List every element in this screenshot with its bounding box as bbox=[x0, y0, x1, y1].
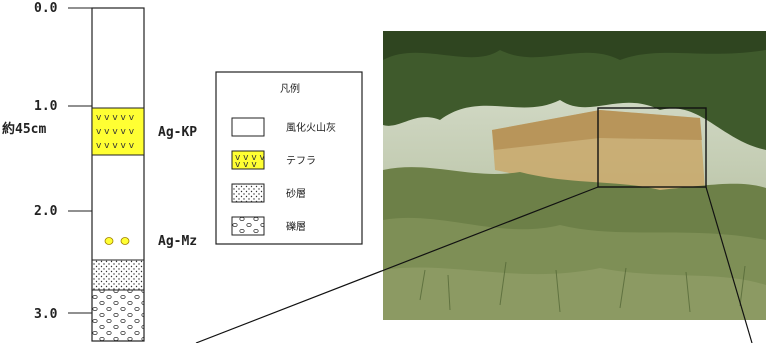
legend: 凡例 風化火山灰 v v v v v v v テフラ 砂層 礫層 bbox=[215, 71, 363, 245]
depth-tick-3: 3.0 bbox=[34, 307, 58, 322]
legend-title: 凡例 bbox=[280, 82, 300, 95]
legend-swatch-weathered-ash bbox=[231, 117, 265, 137]
depth-axis: 0.0 1.0 2.0 3.0 約45cm bbox=[2, 1, 92, 322]
svg-text:v v v v v: v v v v v bbox=[96, 113, 135, 123]
legend-swatch-gravel bbox=[231, 216, 265, 236]
depth-tick-0: 0.0 bbox=[34, 1, 58, 16]
sand-layer bbox=[91, 259, 145, 291]
tephra-layer-kp bbox=[91, 107, 145, 156]
svg-text:v v v: v v v bbox=[235, 160, 257, 170]
legend-label-weathered-ash: 風化火山灰 bbox=[286, 121, 336, 134]
legend-swatch-tephra bbox=[231, 150, 265, 170]
depth-tick-2: 2.0 bbox=[34, 204, 58, 219]
legend-swatch-sand bbox=[231, 183, 265, 203]
outcrop-photo bbox=[383, 31, 766, 320]
tephra-v-marks: v v v v v v v v v v v v v v v bbox=[96, 113, 135, 151]
layer-label-ag-kp: Ag-KP bbox=[158, 125, 197, 140]
legend-label-tephra: テフラ bbox=[286, 155, 316, 167]
stratigraphic-column: v v v v v v v v v v v v v v v Ag-KP Ag-M… bbox=[91, 7, 197, 342]
thickness-label: 約45cm bbox=[2, 121, 46, 137]
svg-text:v v v v v: v v v v v bbox=[96, 127, 135, 137]
layer-label-ag-mz: Ag-Mz bbox=[158, 234, 197, 249]
outcrop-highlight-box bbox=[597, 107, 707, 188]
tephra-pumice-mz bbox=[104, 237, 130, 245]
connector-line-left bbox=[195, 186, 599, 343]
legend-box bbox=[215, 71, 363, 245]
gravel-layer bbox=[91, 289, 145, 342]
connector-line-right bbox=[705, 186, 753, 343]
svg-text:v v v v: v v v v bbox=[235, 153, 266, 163]
svg-text:v v v v v: v v v v v bbox=[96, 141, 135, 151]
depth-tick-1: 1.0 bbox=[34, 99, 58, 114]
legend-label-sand: 砂層 bbox=[286, 187, 306, 200]
legend-label-gravel: 礫層 bbox=[286, 220, 306, 233]
